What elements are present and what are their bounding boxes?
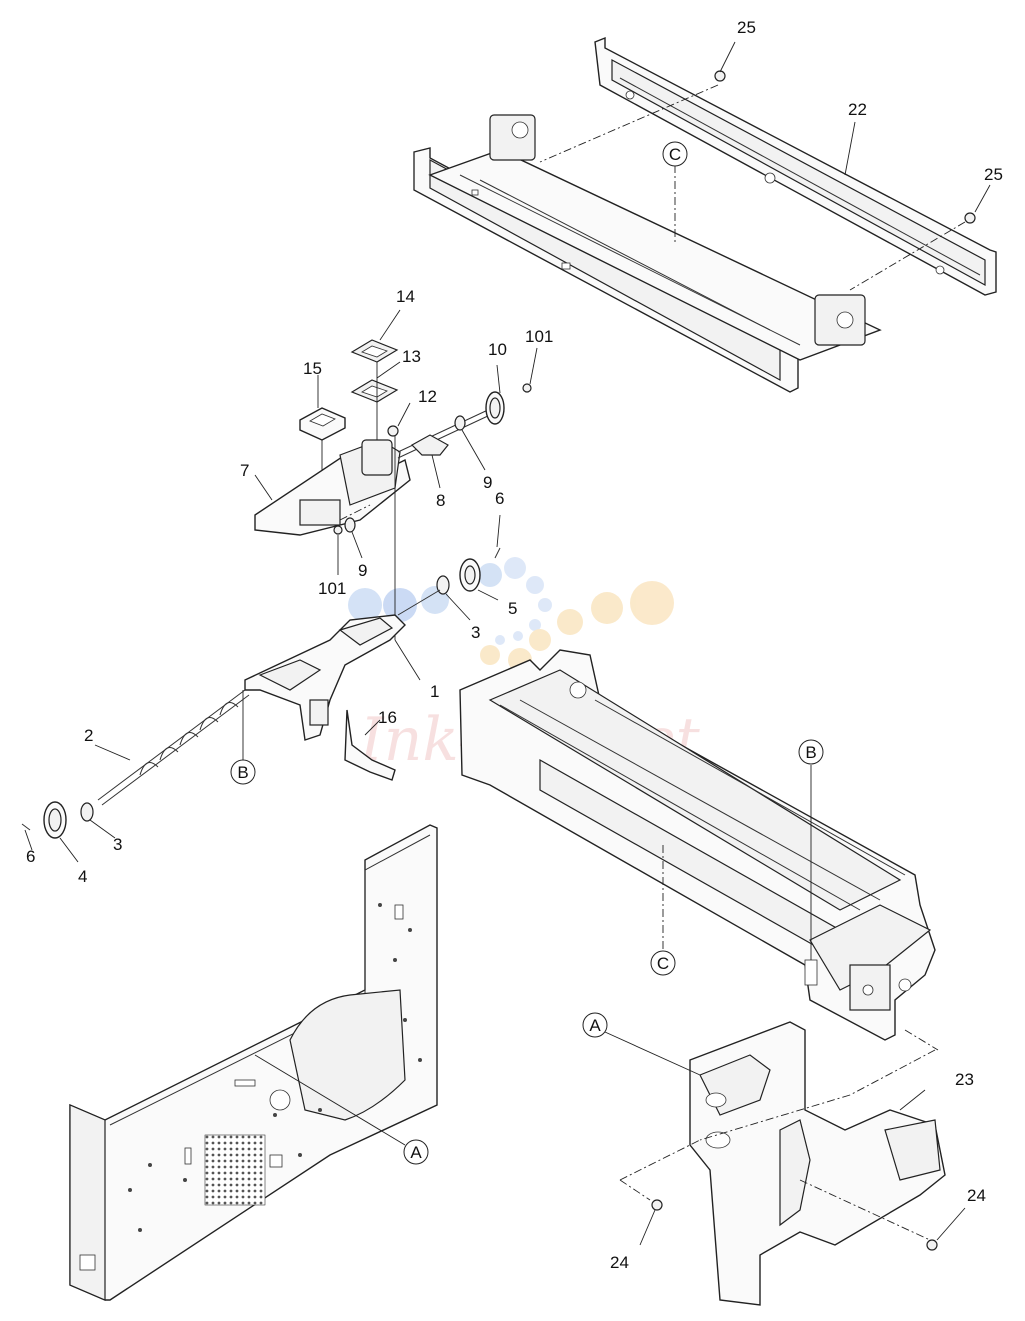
top-rail-assembly: 25 22 25 C: [413, 18, 1003, 393]
callout-2: 2: [84, 726, 93, 745]
screw-25-top: [714, 41, 736, 82]
ref-label-a: A: [410, 1143, 422, 1162]
callout-24: 24: [610, 1253, 629, 1272]
callout-9: 9: [358, 561, 367, 580]
ref-marker-a: A: [582, 1012, 608, 1038]
callout-3: 3: [113, 835, 122, 854]
vent-hole-grid: [204, 1134, 266, 1206]
callout-16: 16: [378, 708, 397, 727]
callout-101: 101: [318, 579, 346, 598]
ref-marker-a: A: [403, 1139, 429, 1165]
callout-14: 14: [396, 287, 415, 306]
middle-feed-assembly: B 5 3 1 16 2 4 3 6: [21, 436, 517, 886]
callout-8: 8: [436, 491, 445, 510]
callout-24: 24: [967, 1186, 986, 1205]
callout-3: 3: [471, 623, 480, 642]
callout-13: 13: [402, 347, 421, 366]
callout-10: 10: [488, 340, 507, 359]
ref-label-c: C: [657, 954, 669, 973]
ref-marker-b: B: [230, 759, 256, 785]
callout-7: 7: [240, 461, 249, 480]
callout-6: 6: [495, 489, 504, 508]
side-plate-assembly: A: [69, 824, 438, 1301]
callout-1: 1: [430, 682, 439, 701]
callout-25: 25: [737, 18, 756, 37]
ref-marker-c: C: [650, 950, 676, 976]
ref-label-c: C: [669, 145, 681, 164]
callout-23: 23: [955, 1070, 974, 1089]
screw-25-right: [964, 184, 991, 224]
callout-12: 12: [418, 387, 437, 406]
callout-4: 4: [78, 867, 87, 886]
callout-15: 15: [303, 359, 322, 378]
ref-label-b: B: [805, 743, 816, 762]
callout-5: 5: [508, 599, 517, 618]
ref-label-b: B: [237, 763, 248, 782]
callout-6: 6: [26, 847, 35, 866]
callout-9: 9: [483, 473, 492, 492]
callout-22: 22: [848, 100, 867, 119]
screw-24-right: [926, 1207, 966, 1251]
ref-marker-b: B: [798, 739, 824, 765]
ref-marker-c: C: [662, 141, 688, 167]
callout-25: 25: [984, 165, 1003, 184]
upper-pickup-assembly: 14 13 101 10 15 12 7 8 9 6 9 101: [240, 287, 553, 598]
tray-frame-assembly: B C: [459, 649, 936, 1041]
ref-label-a: A: [589, 1016, 601, 1035]
side-cover-assembly: A 23 24 24: [582, 1012, 986, 1306]
callout-101: 101: [525, 327, 553, 346]
screw-24-left: [639, 1199, 663, 1246]
